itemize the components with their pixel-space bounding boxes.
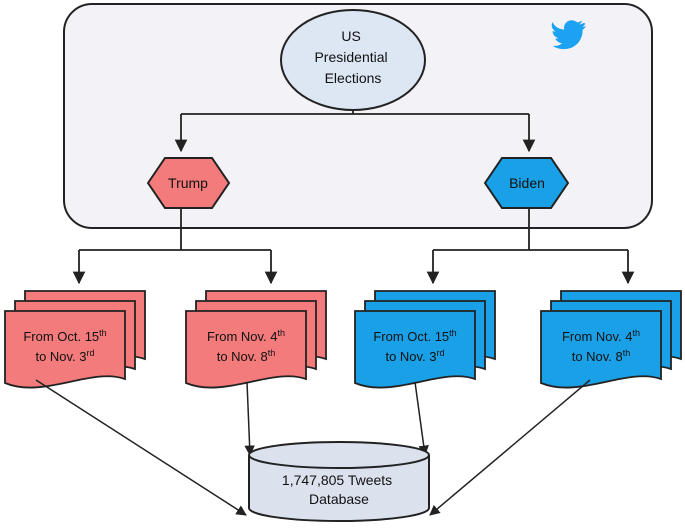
trump-label: Trump: [168, 175, 208, 191]
svg-text:US Presidential Electi: US Presidential Elections: [314, 28, 391, 86]
root-connector: [174, 110, 536, 153]
biden-connector: [426, 208, 635, 285]
svg-text:1,747,805 Tweets Database: 1,747,805 Tweets Database: [282, 472, 396, 507]
root-line-3: Elections: [325, 70, 382, 86]
database-connectors: [35, 379, 591, 516]
database-line-2: Database: [309, 491, 369, 507]
root-line-2: Presidential: [314, 49, 387, 65]
trump-node: [146, 157, 231, 209]
biden-node: [483, 157, 570, 209]
biden-label: Biden: [509, 175, 545, 191]
twitter-bird-icon: [551, 20, 587, 50]
trump-connector: [72, 208, 278, 285]
database-node: [248, 441, 430, 522]
database-line-1: 1,747,805 Tweets: [282, 472, 392, 488]
root-line-1: US: [341, 28, 360, 44]
